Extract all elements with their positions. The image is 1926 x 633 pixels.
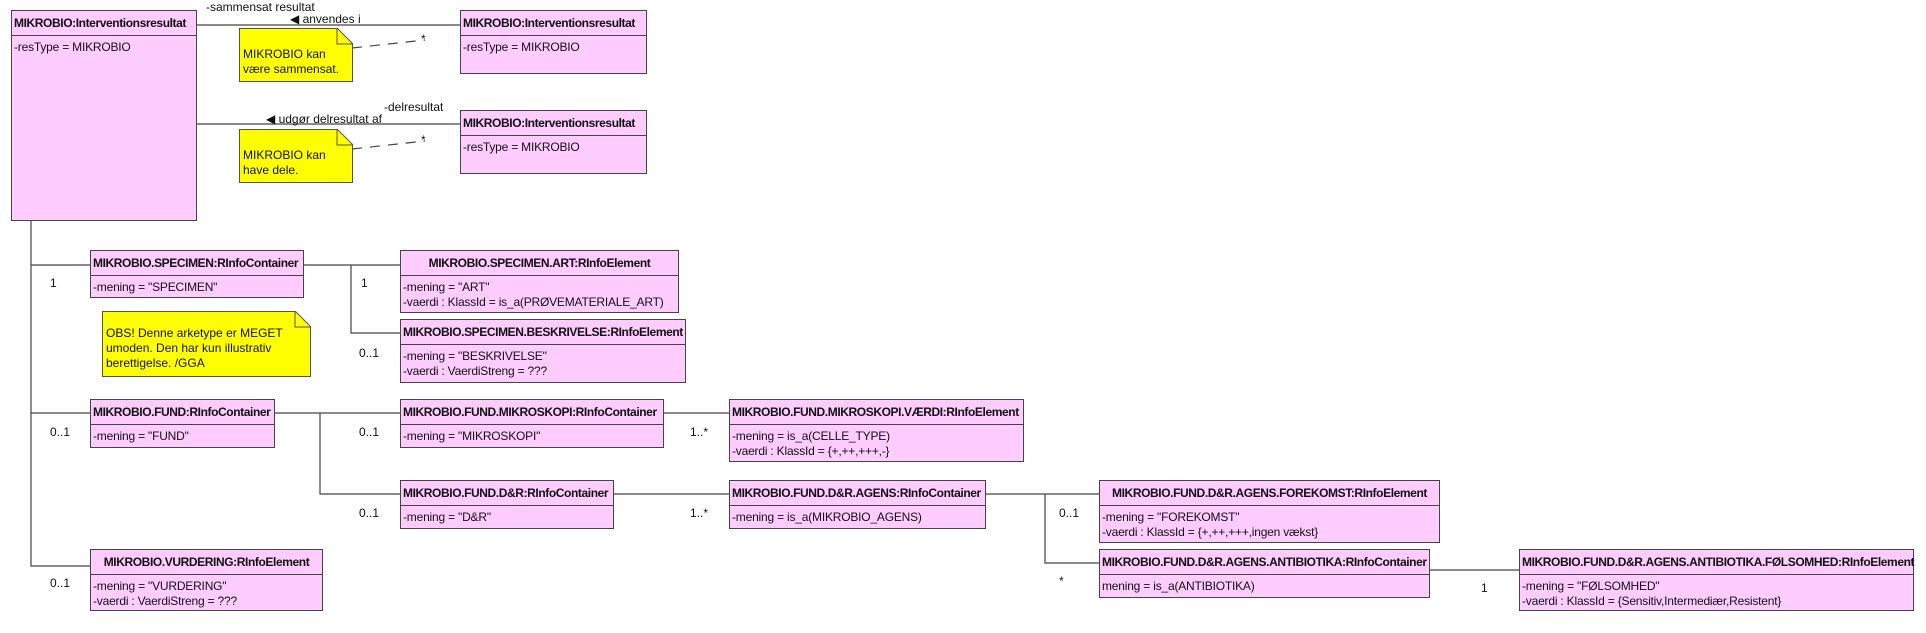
class-specimen-art[interactable]: MIKROBIO.SPECIMEN.ART:RInfoElement -meni… [400,250,679,313]
attr: -mening = "FØLSOMHED" [1522,579,1660,593]
class-title: MIKROBIO.SPECIMEN:RInfoContainer [91,251,303,276]
class-attr: -resType = MIKROBIO [14,40,131,54]
class-title: MIKROBIO:Interventionsresultat [461,111,646,136]
class-title: MIKROBIO.FUND.D&R:RInfoContainer [401,481,613,506]
link-dr [319,413,400,495]
class-attr: -mening = "D&R" [403,510,491,524]
note-obs: OBS! Denne arketype er MEGET umoden. Den… [102,311,311,377]
note-line: MIKROBIO kan [243,47,326,61]
multiplicity: 0..1 [359,346,380,360]
class-title: MIKROBIO.FUND.D&R.AGENS.ANTIBIOTIKA:RInf… [1100,550,1429,575]
class-composite-interventionsresultat[interactable]: MIKROBIO:Interventionsresultat -resType … [460,10,647,74]
note-line: berettigelse. /GGA [106,356,205,370]
multiplicity: 1 [1481,581,1488,595]
multiplicity: 0..1 [50,576,71,590]
note-line: OBS! Denne arketype er MEGET [106,326,283,340]
attr: -vaerdi : VaerdiStreng = ??? [403,364,547,378]
class-title: MIKROBIO.SPECIMEN.BESKRIVELSE:RInfoEleme… [401,320,685,345]
class-part-interventionsresultat[interactable]: MIKROBIO:Interventionsresultat -resType … [460,110,647,174]
assoc-label: ◀ anvendes i [290,12,361,26]
class-attr: -mening = "MIKROSKOPI" [403,429,541,443]
multiplicity: 0..1 [359,506,380,520]
multiplicity: 0..1 [359,425,380,439]
class-title: MIKROBIO:Interventionsresultat [461,11,646,36]
attr: -vaerdi : KlassId = is_a(PRØVEMATERIALE_… [403,295,664,309]
link-antibiotika [1044,494,1099,564]
trunk-line [30,220,90,567]
class-attr: -mening = "FUND" [93,429,189,443]
class-antibiotika[interactable]: MIKROBIO.FUND.D&R.AGENS.ANTIBIOTIKA:RInf… [1099,549,1430,598]
class-specimen[interactable]: MIKROBIO.SPECIMEN:RInfoContainer -mening… [90,250,304,298]
multiplicity: * [1059,574,1064,588]
note-line: have dele. [243,163,299,177]
attr: -vaerdi : KlassId = {+,++,+++,ingen væks… [1102,525,1319,539]
class-fund[interactable]: MIKROBIO.FUND:RInfoContainer -mening = "… [90,399,275,448]
class-attrs: -mening = "FOREKOMST"-vaerdi : KlassId =… [1100,506,1439,544]
attr: -mening = "VURDERING" [93,579,227,593]
note-part: MIKROBIO kan have dele. [239,129,353,183]
multiplicity: 1..* [690,506,709,520]
class-attr: -mening = is_a(MIKROBIO_AGENS) [732,510,922,524]
note-composite: MIKROBIO kan være sammensat. [239,28,353,82]
multiplicity: 1 [50,276,57,290]
class-title: MIKROBIO.FUND.MIKROSKOPI.VÆRDI:RInfoElem… [730,400,1023,425]
note-line: umoden. Den har kun illustrativ [106,341,272,355]
class-agens[interactable]: MIKROBIO.FUND.D&R.AGENS:RInfoContainer -… [729,480,986,529]
class-attrs: -mening = "BESKRIVELSE"-vaerdi : VaerdiS… [401,345,685,383]
note-anchor-1 [351,39,426,49]
note-line: være sammensat. [243,62,340,76]
attr: -mening = "BESKRIVELSE" [403,349,547,363]
class-mikroskopi-vaerdi[interactable]: MIKROBIO.FUND.MIKROSKOPI.VÆRDI:RInfoElem… [729,399,1024,462]
class-forekomst[interactable]: MIKROBIO.FUND.D&R.AGENS.FOREKOMST:RInfoE… [1099,480,1440,543]
class-title: MIKROBIO.FUND:RInfoContainer [91,400,274,425]
role-label: -sammensat resultat [206,0,315,14]
note-line: MIKROBIO kan [243,148,326,162]
class-attr: mening = is_a(ANTIBIOTIKA) [1102,579,1255,593]
multiplicity: 1..* [690,425,709,439]
class-specimen-beskrivelse[interactable]: MIKROBIO.SPECIMEN.BESKRIVELSE:RInfoEleme… [400,319,686,383]
class-attrs: -mening = "VURDERING"-vaerdi : VaerdiStr… [91,575,322,613]
attr: -vaerdi : VaerdiStreng = ??? [93,594,237,608]
class-attrs: -mening = "ART"-vaerdi : KlassId = is_a(… [401,276,678,314]
note-anchor-2 [351,140,426,150]
class-dr[interactable]: MIKROBIO.FUND.D&R:RInfoContainer -mening… [400,480,614,529]
class-title: MIKROBIO.SPECIMEN.ART:RInfoElement [401,251,678,276]
class-title: MIKROBIO.FUND.D&R.AGENS:RInfoContainer [730,481,985,506]
class-attrs: -mening = "FØLSOMHED"-vaerdi : KlassId =… [1520,575,1913,613]
class-title: MIKROBIO.FUND.D&R.AGENS.ANTIBIOTIKA.FØLS… [1520,550,1915,575]
class-folsomhed[interactable]: MIKROBIO.FUND.D&R.AGENS.ANTIBIOTIKA.FØLS… [1519,549,1915,613]
class-vurdering[interactable]: MIKROBIO.VURDERING:RInfoElement -mening … [90,549,323,611]
class-main-interventionsresultat[interactable]: MIKROBIO:Interventionsresultat -resType … [11,10,197,221]
class-title: MIKROBIO.FUND.D&R.AGENS.FOREKOMST:RInfoE… [1100,481,1439,506]
class-title: MIKROBIO:Interventionsresultat [12,11,196,36]
class-attrs: -mening = is_a(CELLE_TYPE)-vaerdi : Klas… [730,425,1023,463]
class-attr: -resType = MIKROBIO [463,40,580,54]
multiplicity: * [421,32,426,46]
class-title: MIKROBIO.VURDERING:RInfoElement [91,550,322,575]
role-label: -delresultat [384,100,444,114]
class-title: MIKROBIO.FUND.MIKROSKOPI:RInfoContainer [401,400,663,425]
multiplicity: 0..1 [1059,506,1080,520]
multiplicity: * [421,133,426,147]
class-attr: -resType = MIKROBIO [463,140,580,154]
multiplicity: 1 [361,276,368,290]
multiplicity: 0..1 [50,425,71,439]
attr: -mening = "ART" [403,280,490,294]
assoc-label: ◀ udgør delresultat af [266,112,382,126]
attr: -mening = "FOREKOMST" [1102,510,1240,524]
attr: -vaerdi : KlassId = {Sensitiv,Intermediæ… [1522,594,1782,608]
attr: -mening = is_a(CELLE_TYPE) [732,429,890,443]
class-mikroskopi[interactable]: MIKROBIO.FUND.MIKROSKOPI:RInfoContainer … [400,399,664,448]
link-beskrivelse [350,265,400,334]
class-attr: -mening = "SPECIMEN" [93,280,218,294]
attr: -vaerdi : KlassId = {+,++,+++,-} [732,444,890,458]
